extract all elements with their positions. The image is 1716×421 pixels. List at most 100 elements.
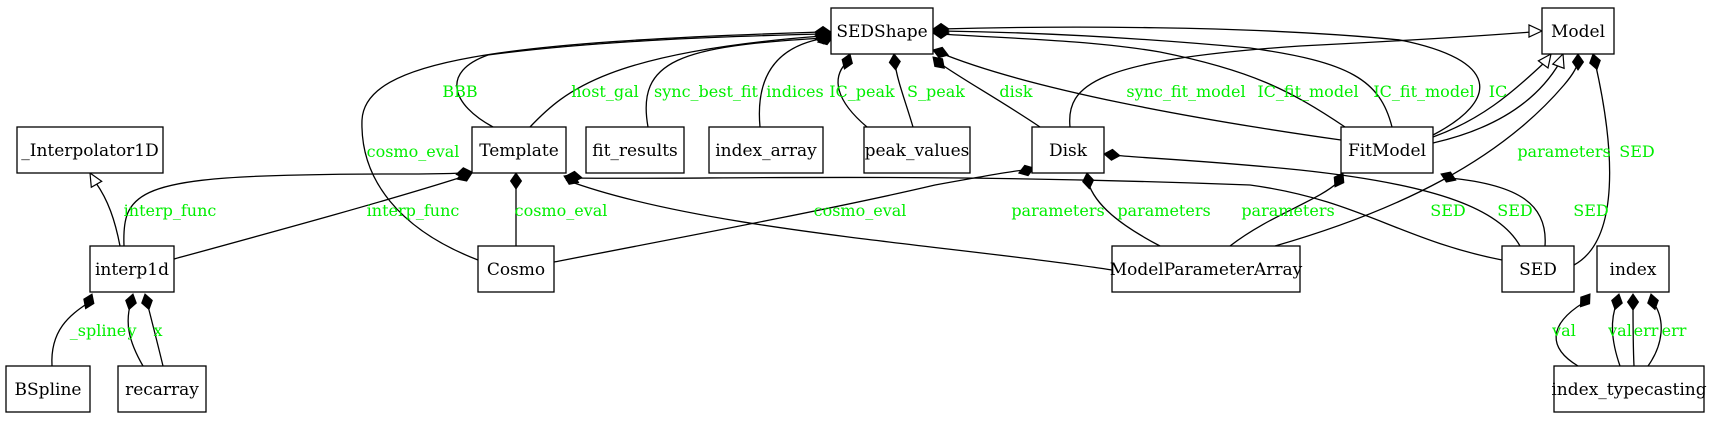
edge-label: cosmo_eval bbox=[367, 142, 460, 161]
composition-diamond-head bbox=[1579, 293, 1591, 308]
node-label: _Interpolator1D bbox=[21, 141, 159, 161]
composition-diamond-head bbox=[125, 293, 137, 311]
edge-label: sync_fit_model bbox=[1126, 82, 1245, 101]
edge-label: cosmo_eval bbox=[515, 201, 608, 220]
edge-interp1d-template-2 bbox=[173, 170, 473, 260]
node-label: Cosmo bbox=[487, 260, 545, 280]
class-node-index-array: index_array bbox=[708, 126, 824, 174]
edge-line bbox=[1069, 31, 1533, 128]
edge-recarray-interp1d-x bbox=[141, 293, 164, 367]
edge-fitresults-sedshape bbox=[645, 32, 832, 128]
node-box bbox=[1553, 365, 1705, 413]
composition-diamond-head bbox=[456, 170, 473, 182]
edge-bspline-interp1d bbox=[51, 293, 95, 367]
class-node-recarray: recarray bbox=[117, 365, 207, 413]
node-label: recarray bbox=[125, 380, 199, 400]
edge-line bbox=[645, 37, 826, 128]
edge-typecasting-index-val2 bbox=[1611, 293, 1623, 367]
composition-diamond-head bbox=[1082, 172, 1095, 190]
edge-typecasting-index-val1 bbox=[1555, 293, 1591, 367]
node-box bbox=[863, 126, 971, 174]
edge-line bbox=[937, 61, 1041, 128]
node-label: index_array bbox=[715, 141, 817, 161]
composition-diamond-head bbox=[1571, 53, 1585, 71]
class-node-disk: Disk bbox=[1031, 126, 1105, 174]
edge-label: interp_func bbox=[124, 201, 217, 220]
class-node-index: index bbox=[1596, 245, 1670, 293]
edge-line bbox=[173, 176, 463, 260]
edge-recarray-interp1d-y bbox=[125, 293, 144, 367]
edge-line bbox=[939, 26, 1481, 136]
edge-line bbox=[1555, 302, 1584, 367]
edge-label: interp_func bbox=[367, 201, 460, 220]
edge-label: SED bbox=[1497, 201, 1532, 220]
edge-label: SED bbox=[1573, 201, 1608, 220]
edge-typecasting-index-err1 bbox=[1626, 293, 1640, 367]
node-box bbox=[1596, 245, 1670, 293]
edge-label: err bbox=[1634, 321, 1659, 340]
node-label: SEDShape bbox=[836, 22, 927, 42]
edge-disk-model bbox=[1069, 24, 1544, 128]
edge-mpa-model bbox=[1274, 53, 1585, 247]
class-node-bspline: BSpline bbox=[5, 365, 91, 413]
node-layer: SEDShape Model _Interpolator1D Template fit_… bbox=[5, 7, 1707, 413]
composition-diamond-head bbox=[888, 53, 901, 71]
edge-peakvalues-sedshape-ic bbox=[837, 53, 868, 128]
composition-diamond-head bbox=[932, 56, 945, 69]
node-box bbox=[471, 126, 567, 174]
class-node-cosmo: Cosmo bbox=[477, 245, 555, 293]
edge-label: SED bbox=[1619, 142, 1654, 161]
edge-layer bbox=[51, 22, 1662, 367]
edge-line bbox=[1274, 61, 1579, 247]
edge-line bbox=[837, 62, 868, 128]
node-box bbox=[708, 126, 824, 174]
edge-line bbox=[939, 30, 1393, 128]
edge-label: disk bbox=[999, 82, 1033, 101]
node-box bbox=[477, 245, 555, 293]
edge-cosmo-disk bbox=[553, 164, 1035, 263]
edge-label: err bbox=[1662, 321, 1687, 340]
node-box bbox=[585, 126, 685, 174]
node-label: index_typecasting bbox=[1551, 380, 1706, 400]
edge-label: IC_fit_model bbox=[1373, 82, 1474, 101]
class-node-fitmodel: FitModel bbox=[1340, 126, 1434, 174]
node-box bbox=[1541, 7, 1615, 55]
edge-line bbox=[1573, 61, 1611, 266]
edge-label: SED bbox=[1430, 201, 1465, 220]
node-label: Template bbox=[479, 141, 559, 161]
edge-line bbox=[1449, 177, 1546, 247]
edge-line bbox=[1432, 61, 1561, 144]
node-label: fit_results bbox=[592, 141, 678, 161]
edge-sed-template bbox=[565, 170, 1503, 261]
edge-label: parameters bbox=[1117, 201, 1210, 220]
node-label: ModelParameterArray bbox=[1110, 260, 1303, 280]
node-box bbox=[89, 245, 175, 293]
edge-label: parameters bbox=[1241, 201, 1334, 220]
edge-peakvalues-sedshape-s bbox=[888, 53, 914, 128]
edge-label: sync_best_fit bbox=[654, 82, 759, 101]
inheritance-arrow-head bbox=[1551, 52, 1565, 70]
class-node-model: Model bbox=[1541, 7, 1615, 55]
composition-diamond-head bbox=[932, 46, 950, 59]
node-label: FitModel bbox=[1348, 141, 1426, 161]
composition-diamond-head bbox=[1611, 293, 1623, 311]
edge-label: IC_peak bbox=[829, 82, 895, 101]
edge-cosmo-sedshape bbox=[361, 25, 832, 261]
edge-label: host_gal bbox=[571, 82, 638, 101]
edge-line bbox=[361, 31, 823, 261]
composition-diamond-head bbox=[83, 293, 95, 310]
edge-disk-sedshape bbox=[932, 56, 1041, 128]
inheritance-arrow-head bbox=[1537, 52, 1552, 70]
edge-mpa-disk bbox=[1082, 172, 1161, 247]
edge-label: S_peak bbox=[907, 82, 965, 101]
edge-label: IC_fit_model bbox=[1257, 82, 1358, 101]
composition-diamond-head bbox=[1626, 293, 1640, 311]
node-box bbox=[1501, 245, 1575, 293]
edge-fitmodel-model-1 bbox=[1432, 52, 1552, 138]
edge-line bbox=[937, 51, 1342, 141]
edge-line bbox=[574, 176, 1503, 261]
inheritance-arrow-head bbox=[1528, 24, 1544, 38]
edge-cosmo-template bbox=[509, 172, 523, 246]
class-node-interp1d: interp1d bbox=[89, 245, 175, 293]
